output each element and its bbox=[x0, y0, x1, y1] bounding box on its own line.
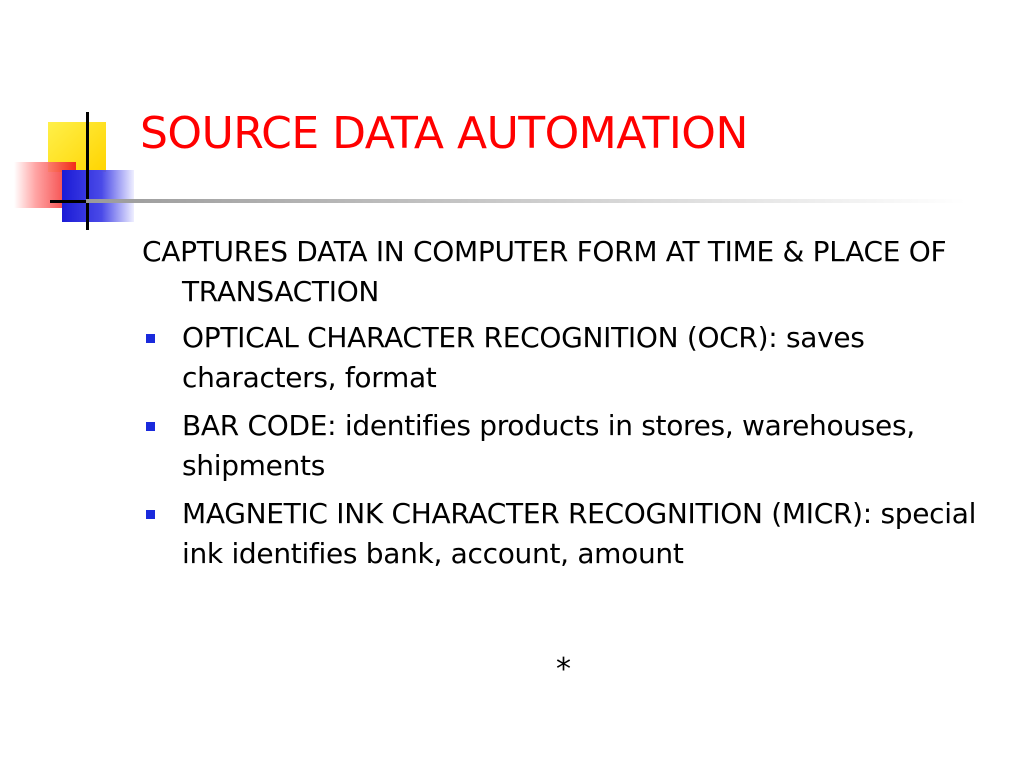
bullet-item: MAGNETIC INK CHARACTER RECOGNITION (MICR… bbox=[142, 494, 992, 574]
bullet-text: MAGNETIC INK CHARACTER RECOGNITION (MICR… bbox=[182, 497, 977, 570]
slide-body: CAPTURES DATA IN COMPUTER FORM AT TIME &… bbox=[142, 232, 992, 582]
square-bullet-icon bbox=[146, 510, 155, 519]
blue-block bbox=[62, 170, 134, 222]
bullet-text: OPTICAL CHARACTER RECOGNITION (OCR): sav… bbox=[182, 321, 865, 394]
slide-title: SOURCE DATA AUTOMATION bbox=[140, 108, 748, 159]
footer-asterisk: * bbox=[556, 652, 571, 687]
title-divider bbox=[86, 199, 966, 203]
bullet-text: BAR CODE: identifies products in stores,… bbox=[182, 409, 915, 482]
bullet-list: OPTICAL CHARACTER RECOGNITION (OCR): sav… bbox=[142, 318, 992, 574]
bullet-item: OPTICAL CHARACTER RECOGNITION (OCR): sav… bbox=[142, 318, 992, 398]
bullet-item: BAR CODE: identifies products in stores,… bbox=[142, 406, 992, 486]
square-bullet-icon bbox=[146, 334, 155, 343]
color-blocks-logo-icon bbox=[0, 0, 140, 240]
intro-text: CAPTURES DATA IN COMPUTER FORM AT TIME &… bbox=[142, 235, 947, 308]
logo-vertical-line bbox=[86, 112, 89, 230]
square-bullet-icon bbox=[146, 422, 155, 431]
